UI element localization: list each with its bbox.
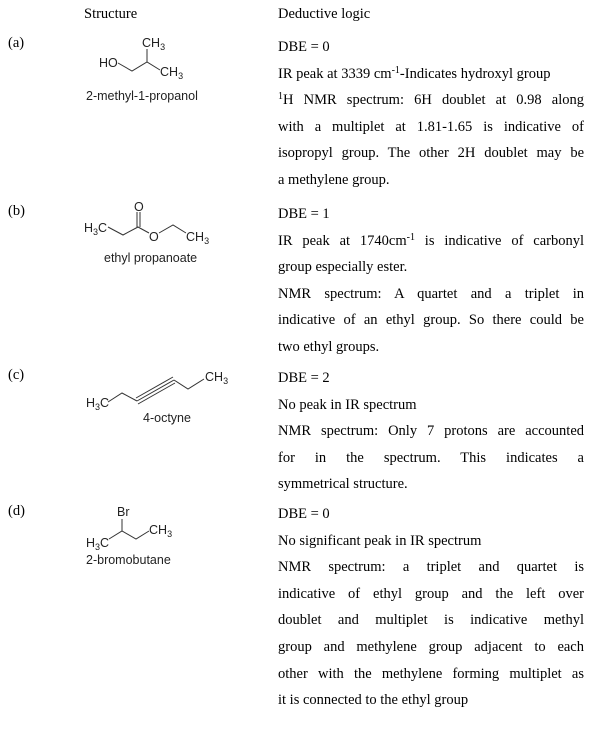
logic-b: DBE = 1 IR peak at 1740cm-1 is indicative… (278, 201, 584, 361)
atom-o-ester: O (149, 230, 159, 244)
text-line: for in the spectrum. This indicates a (278, 449, 584, 466)
text-line: a methylene group. (278, 171, 390, 188)
text-line: No peak in IR spectrum (278, 396, 417, 413)
atom-ch3: CH3 (160, 65, 183, 81)
text-line: isopropyl group. The other 2H doublet ma… (278, 145, 584, 162)
superscript: -1 (391, 64, 400, 76)
text-line: IR peak at 3339 cm-1-Indicates hydroxyl … (278, 64, 551, 82)
structure-4-octyne: H3C CH3 4-octyne (86, 370, 228, 425)
text-line: 1H NMR spectrum: 6H doublet at 0.98 alon… (278, 91, 584, 109)
atom-h3c: H3C (86, 536, 109, 552)
entry-label-b: (b) (8, 203, 25, 219)
text-line: DBE = 2 (278, 370, 330, 386)
text-line: IR peak at 1740cm-1 is indicative of car… (278, 231, 584, 249)
structure-ethyl-propanoate: H3C O O CH3 ethyl propanoate (84, 200, 209, 265)
atom-br: Br (117, 505, 130, 519)
atom-ch3: CH3 (205, 370, 228, 386)
superscript: 1 (278, 91, 283, 103)
compound-name: 2-methyl-1-propanol (86, 89, 198, 103)
text-line: group and methylene group adjacent to ea… (278, 638, 584, 655)
text-line: symmetrical structure. (278, 476, 408, 493)
entry-label-c: (c) (8, 367, 25, 383)
compound-name: 4-octyne (143, 411, 191, 425)
atom-ch3: CH3 (186, 230, 209, 246)
text-line: DBE = 0 (278, 39, 330, 55)
structure-2-methyl-1-propanol: HO CH3 CH3 2-methyl-1-propanol (86, 36, 198, 103)
text-line: with a multiplet at 1.81-1.65 is indicat… (278, 118, 584, 135)
text-line: NMR spectrum: a triplet and quartet is (278, 559, 584, 576)
atom-ho: HO (99, 56, 118, 70)
text-line: it is connected to the ethyl group (278, 692, 469, 709)
atom-o-carbonyl: O (134, 200, 144, 214)
text-line: DBE = 0 (278, 506, 330, 522)
text-line: NMR spectrum: Only 7 protons are account… (278, 423, 584, 440)
compound-name: ethyl propanoate (104, 251, 197, 265)
text-line: No significant peak in IR spectrum (278, 532, 482, 549)
entry-label-d: (d) (8, 503, 25, 519)
text-line: NMR spectrum: A quartet and a triplet in (278, 285, 584, 302)
entry-label-a: (a) (8, 35, 25, 51)
compound-name: 2-bromobutane (86, 553, 171, 567)
text-line: DBE = 1 (278, 206, 330, 222)
text-line: two ethyl groups. (278, 338, 380, 355)
text-line: indicative of an ethyl group. So there c… (278, 312, 584, 329)
logic-d: DBE = 0 No significant peak in IR spectru… (278, 501, 584, 714)
superscript: -1 (406, 231, 415, 243)
atom-ch3: CH3 (142, 36, 165, 52)
text-line: doublet and multiplet is indicative meth… (278, 612, 584, 629)
atom-ch3: CH3 (149, 523, 172, 539)
atom-h3c: H3C (84, 221, 107, 237)
logic-a: DBE = 0 IR peak at 3339 cm-1-Indicates hy… (278, 34, 584, 194)
text-line: group especially ester. (278, 259, 408, 276)
text-line: other with the methylene forming multipl… (278, 665, 584, 682)
text-line: indicative of ethyl group and the left o… (278, 585, 584, 602)
structure-header: Structure (84, 6, 138, 22)
logic-header: Deductive logic (278, 6, 371, 22)
structure-2-bromobutane: Br H3C CH3 2-bromobutane (86, 505, 172, 567)
atom-h3c: H3C (86, 396, 109, 412)
